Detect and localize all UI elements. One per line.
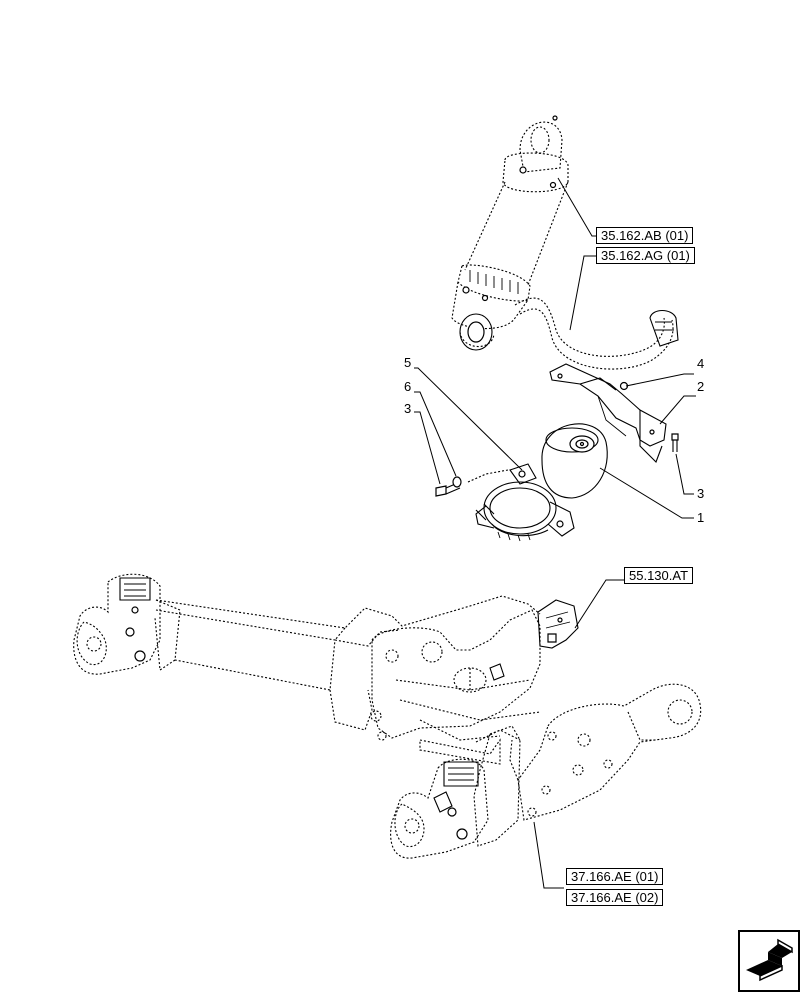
- bolt-and-washer: [435, 476, 462, 497]
- front-hitch-frame: [73, 573, 702, 859]
- callout-1: 1: [697, 510, 705, 525]
- callout-3-left: 3: [404, 401, 412, 416]
- accumulator-sphere: [541, 423, 608, 499]
- mounting-clamp: [467, 463, 575, 542]
- reference-37-166-ae-01[interactable]: 37.166.AE (01): [566, 868, 664, 885]
- callout-5: 5: [404, 355, 412, 370]
- callout-6: 6: [404, 379, 412, 394]
- reference-35-162-ab[interactable]: 35.162.AB (01): [596, 227, 694, 244]
- accumulator-bracket: [549, 363, 679, 463]
- hydraulic-cylinder: [451, 115, 679, 370]
- reference-37-166-ae-02[interactable]: 37.166.AE (02): [566, 889, 664, 906]
- leader-lines: [414, 177, 696, 889]
- reference-35-162-ag[interactable]: 35.162.AG (01): [596, 247, 695, 264]
- arrow-corner-icon[interactable]: [738, 930, 800, 992]
- reference-55-130-at[interactable]: 55.130.AT: [624, 567, 694, 584]
- callout-3-right: 3: [697, 486, 705, 501]
- callout-4: 4: [697, 356, 705, 371]
- callout-2: 2: [697, 379, 705, 394]
